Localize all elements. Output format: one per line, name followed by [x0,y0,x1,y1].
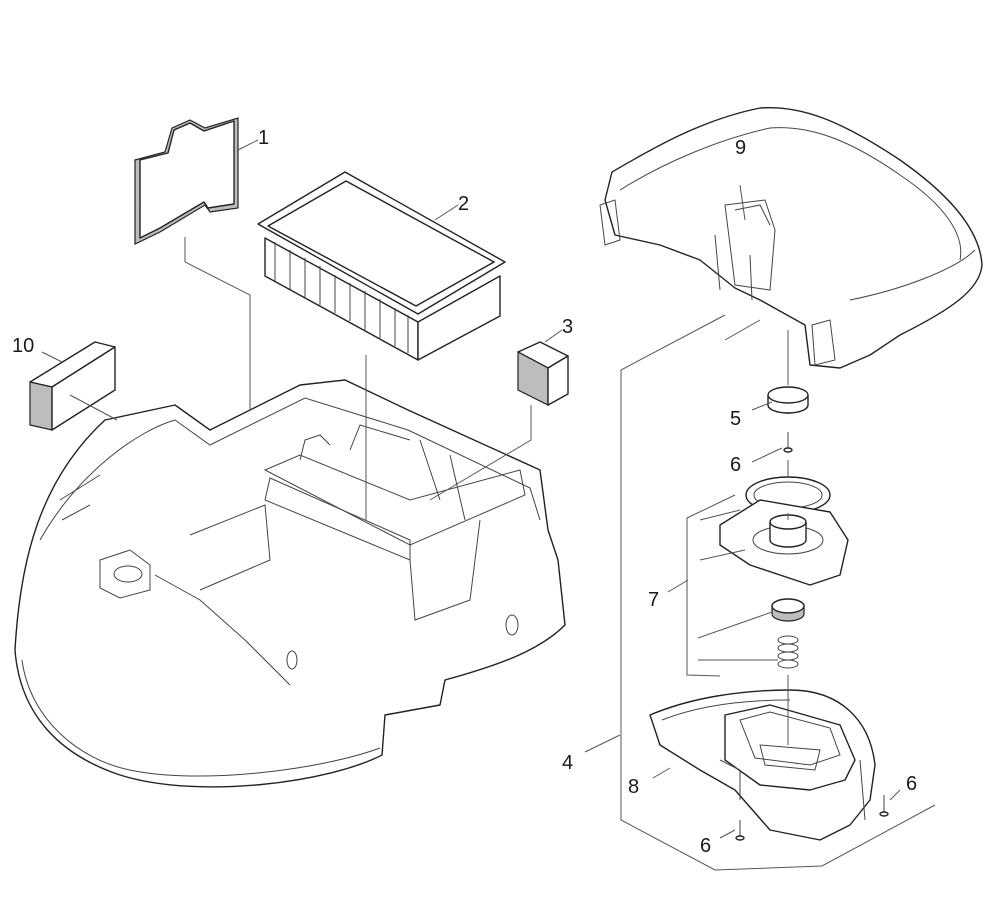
part-1-filter-pad [134,117,239,245]
callout-labels: 1 2 3 10 9 5 6 7 4 8 6 6 [12,127,917,857]
callout-6-lower: 6 [700,835,711,857]
callout-1: 1 [258,127,269,149]
part-7-valve-assembly [719,476,849,669]
callout-10: 10 [12,335,34,357]
part-2-cartridge-filter [257,171,506,361]
part-6-screw-lower [735,820,745,841]
callout-9: 9 [735,137,746,159]
callout-3: 3 [562,316,573,338]
callout-8: 8 [628,776,639,798]
callout-5: 5 [730,408,741,430]
callout-6-right: 6 [906,773,917,795]
leader-lines [41,139,936,871]
callout-7: 7 [648,589,659,611]
part-3-foam-block [517,341,569,406]
part-8-valve-base [649,689,876,841]
callout-2: 2 [458,193,469,215]
main-housing [14,379,566,788]
callout-6-upper: 6 [730,454,741,476]
part-9-cover [599,106,983,369]
part-6-screw-right [879,795,889,817]
part-6-screw-upper [783,432,793,453]
callout-4: 4 [562,752,573,774]
part-5-valve-disc [767,386,809,414]
part-10-foam-strip [29,341,116,431]
